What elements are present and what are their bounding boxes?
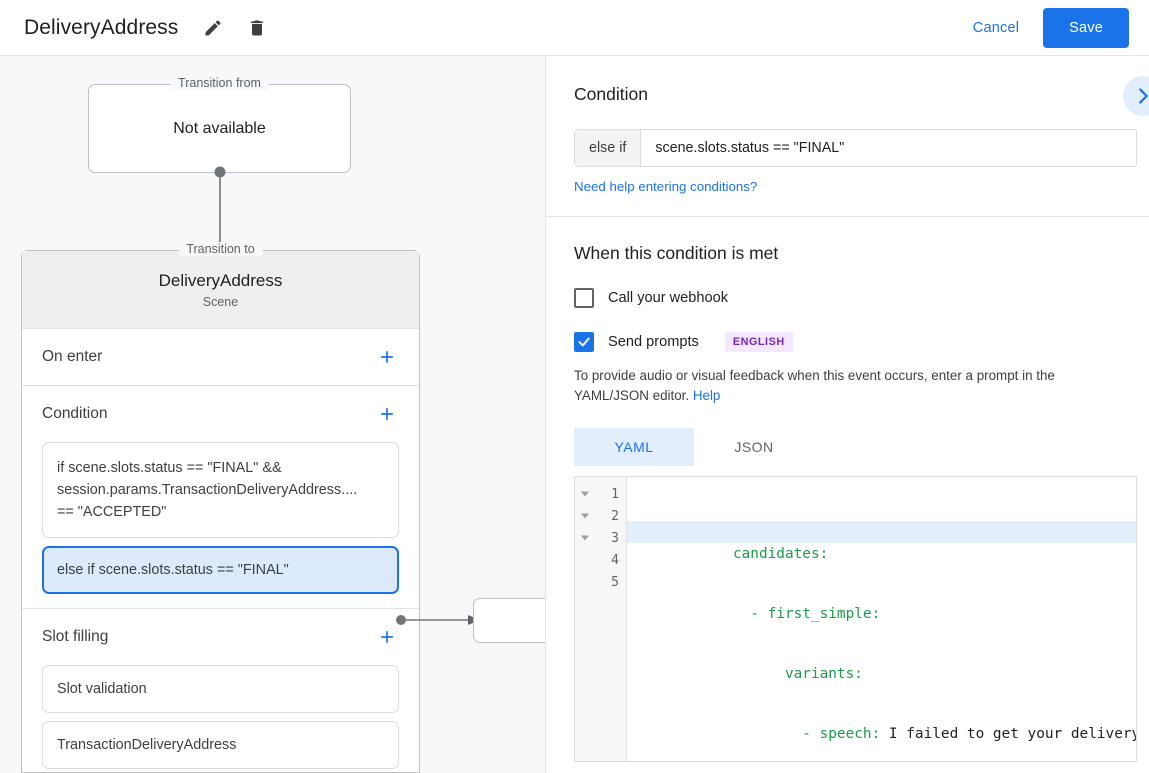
section-slot-filling: Slot filling Slot validation Transaction… — [22, 609, 419, 773]
tab-yaml[interactable]: YAML — [574, 428, 694, 466]
send-prompts-row[interactable]: Send prompts ENGLISH — [574, 332, 1121, 352]
section-slot-filling-row: Slot filling — [42, 609, 399, 665]
code-line-key: - speech: — [732, 726, 881, 742]
condition-line: == "ACCEPTED" — [57, 504, 167, 520]
detail-panel: Condition else if Need help entering con… — [545, 56, 1149, 773]
line-number: 1 — [611, 486, 619, 502]
line-number: 5 — [611, 574, 619, 590]
target-node-partial[interactable] — [473, 598, 545, 643]
section-condition-title: Condition — [42, 405, 108, 422]
save-button[interactable]: Save — [1043, 7, 1129, 48]
send-prompts-label: Send prompts — [608, 334, 699, 350]
condition-line: if scene.slots.status == "FINAL" && — [57, 460, 282, 476]
edge-source-handle[interactable] — [396, 615, 406, 625]
condition-input-row: else if — [574, 129, 1137, 167]
list-item[interactable]: Slot validation — [42, 665, 399, 713]
editor-code-area[interactable]: candidates: - first_simple: variants: - … — [627, 477, 1136, 761]
gutter-line: 1 — [575, 483, 626, 505]
code-line-text: variants: — [732, 666, 863, 682]
section-condition-row: Condition — [42, 386, 399, 442]
when-met-heading: When this condition is met — [574, 243, 779, 263]
prompts-description-text: To provide audio or visual feedback when… — [574, 368, 1055, 403]
code-line-text: candidates: — [732, 546, 829, 562]
tab-json[interactable]: JSON — [694, 428, 814, 466]
line-number: 2 — [611, 508, 619, 524]
gutter-line: 3 — [575, 527, 626, 549]
condition-line: else if scene.slots.status == "FINAL" — [57, 562, 289, 578]
section-condition: Condition if scene.slots.status == "FINA… — [22, 386, 419, 609]
code-line[interactable]: - first_simple: — [627, 581, 1136, 622]
section-on-enter-title: On enter — [42, 348, 103, 365]
code-line-text: - first_simple: — [732, 606, 881, 622]
plus-icon[interactable] — [375, 625, 399, 649]
condition-line: session.params.TransactionDeliveryAddres… — [57, 482, 358, 498]
top-app-bar: DeliveryAddress Cancel Save — [0, 0, 1149, 56]
slot-item-label: TransactionDeliveryAddress — [57, 737, 237, 753]
list-item[interactable]: TransactionDeliveryAddress — [42, 721, 399, 769]
condition-help-link[interactable]: Need help entering conditions? — [574, 179, 758, 194]
panel-divider — [546, 216, 1149, 217]
webhook-row[interactable]: Call your webhook — [574, 288, 1121, 308]
code-line[interactable]: - speech: I failed to get your delivery … — [627, 701, 1136, 742]
code-line-value: I failed to get your delivery address — [888, 726, 1136, 742]
condition-list: if scene.slots.status == "FINAL" && sess… — [42, 442, 399, 608]
fold-triangle-icon[interactable] — [581, 513, 589, 519]
editor-tabs: YAML JSON — [574, 428, 1121, 466]
title-actions — [200, 15, 270, 41]
when-condition-met-section: When this condition is met Call your web… — [546, 217, 1149, 762]
webhook-label: Call your webhook — [608, 290, 729, 306]
edge-arrow — [404, 615, 480, 625]
condition-section: Condition else if Need help entering con… — [546, 56, 1149, 216]
gutter-line: 4 — [575, 549, 626, 571]
prompts-description: To provide audio or visual feedback when… — [574, 366, 1121, 406]
graph-canvas[interactable]: Transition from Not available Transition… — [0, 56, 545, 773]
line-number: 4 — [611, 552, 619, 568]
code-line[interactable]: candidates: — [627, 521, 1136, 562]
checkbox-unchecked-icon[interactable] — [574, 288, 594, 308]
transition-from-node[interactable]: Transition from Not available — [88, 76, 351, 173]
help-link[interactable]: Help — [692, 388, 721, 403]
condition-heading: Condition — [574, 84, 648, 104]
plus-icon[interactable] — [375, 402, 399, 426]
condition-input[interactable] — [641, 130, 1136, 166]
trash-icon[interactable] — [244, 15, 270, 41]
transition-from-legend: Transition from — [170, 76, 269, 90]
topbar-actions: Cancel Save — [961, 7, 1129, 48]
section-on-enter-row: On enter — [42, 329, 399, 385]
code-editor[interactable]: 1 2 3 4 5 — [574, 476, 1137, 762]
gutter-line: 5 — [575, 571, 626, 593]
transition-to-legend: Transition to — [178, 242, 263, 256]
condition-prefix: else if — [575, 130, 642, 166]
plus-icon[interactable] — [375, 345, 399, 369]
slot-filling-list: Slot validation TransactionDeliveryAddre… — [42, 665, 399, 773]
scene-header[interactable]: DeliveryAddress Scene — [22, 251, 419, 329]
editor-gutter: 1 2 3 4 5 — [575, 477, 627, 761]
scene-name: DeliveryAddress — [158, 270, 283, 290]
transition-from-value: Not available — [173, 119, 266, 137]
checkbox-checked-icon[interactable] — [574, 332, 594, 352]
list-item-selected[interactable]: else if scene.slots.status == "FINAL" — [42, 546, 399, 594]
slot-item-label: Slot validation — [57, 681, 147, 697]
section-slot-filling-title: Slot filling — [42, 628, 109, 645]
scene-type: Scene — [202, 294, 239, 309]
transition-to-node: Transition to DeliveryAddress Scene On e… — [21, 242, 420, 773]
page-title: DeliveryAddress — [24, 15, 179, 39]
cancel-button[interactable]: Cancel — [961, 12, 1031, 44]
fold-triangle-icon[interactable] — [581, 535, 589, 541]
fold-triangle-icon[interactable] — [581, 491, 589, 497]
line-number: 3 — [611, 530, 619, 546]
pencil-icon[interactable] — [200, 15, 226, 41]
code-line[interactable]: variants: — [627, 641, 1136, 682]
list-item[interactable]: if scene.slots.status == "FINAL" && sess… — [42, 442, 399, 538]
section-on-enter: On enter — [22, 329, 419, 386]
gutter-line: 2 — [575, 505, 626, 527]
chevron-right-icon[interactable] — [1123, 76, 1149, 116]
language-badge: ENGLISH — [724, 332, 793, 352]
